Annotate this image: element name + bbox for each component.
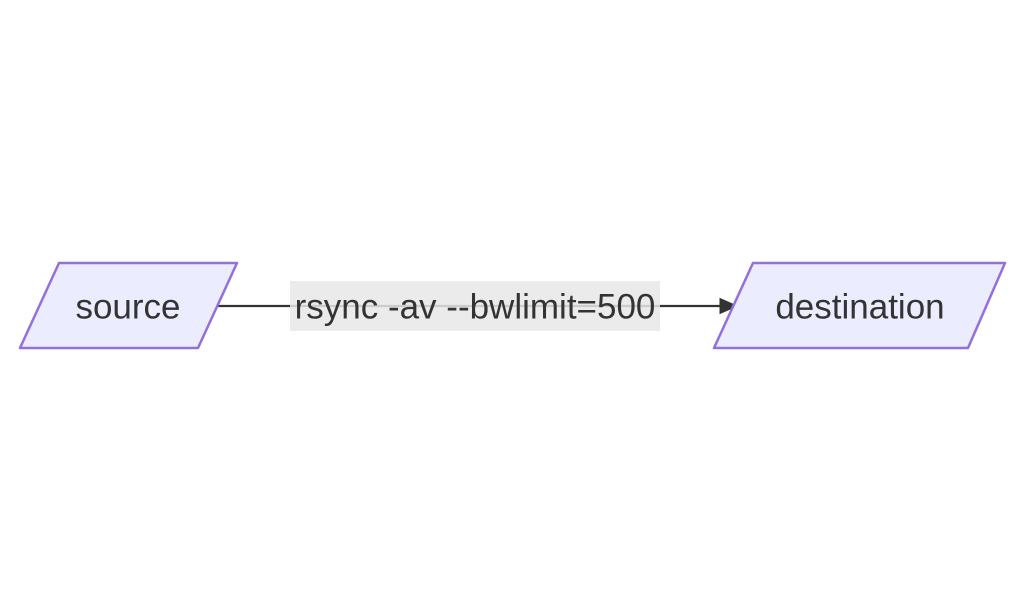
node-source: source (18, 261, 239, 350)
edge-label: rsync -av --bwlimit=500 (295, 288, 656, 327)
arrowhead-icon (719, 297, 739, 315)
node-destination: destination (712, 261, 1007, 350)
edge-label-background (290, 281, 660, 331)
destination-node-label: destination (775, 288, 944, 327)
source-parallelogram (18, 261, 239, 350)
edge-source-destination: rsync -av --bwlimit=500 (218, 281, 739, 331)
source-node-label: source (75, 288, 180, 327)
destination-parallelogram (712, 261, 1007, 350)
